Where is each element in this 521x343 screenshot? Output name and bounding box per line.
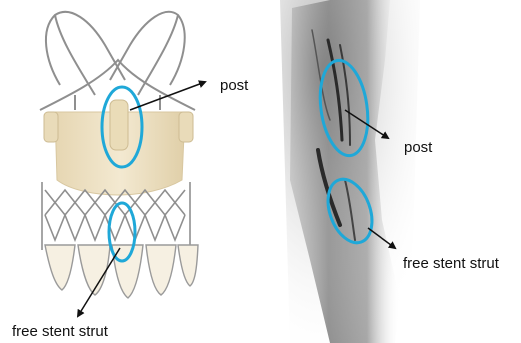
valve-post xyxy=(110,100,128,150)
stent-crown-wires xyxy=(40,12,195,110)
valve-tab-right xyxy=(179,112,193,142)
post-arrow xyxy=(130,82,205,110)
valve-illustration: post free stent strut xyxy=(12,12,249,340)
free-stent-strut-label: free stent strut xyxy=(12,323,109,340)
xray-free-stent-strut-label: free stent strut xyxy=(403,255,500,272)
fluoroscopy-image: post free stent strut xyxy=(280,0,500,343)
xray-haze xyxy=(280,0,420,343)
post-label: post xyxy=(220,77,249,94)
valve-tab-left xyxy=(44,112,58,142)
stent-cells xyxy=(45,245,198,298)
xray-post-label: post xyxy=(404,139,433,156)
